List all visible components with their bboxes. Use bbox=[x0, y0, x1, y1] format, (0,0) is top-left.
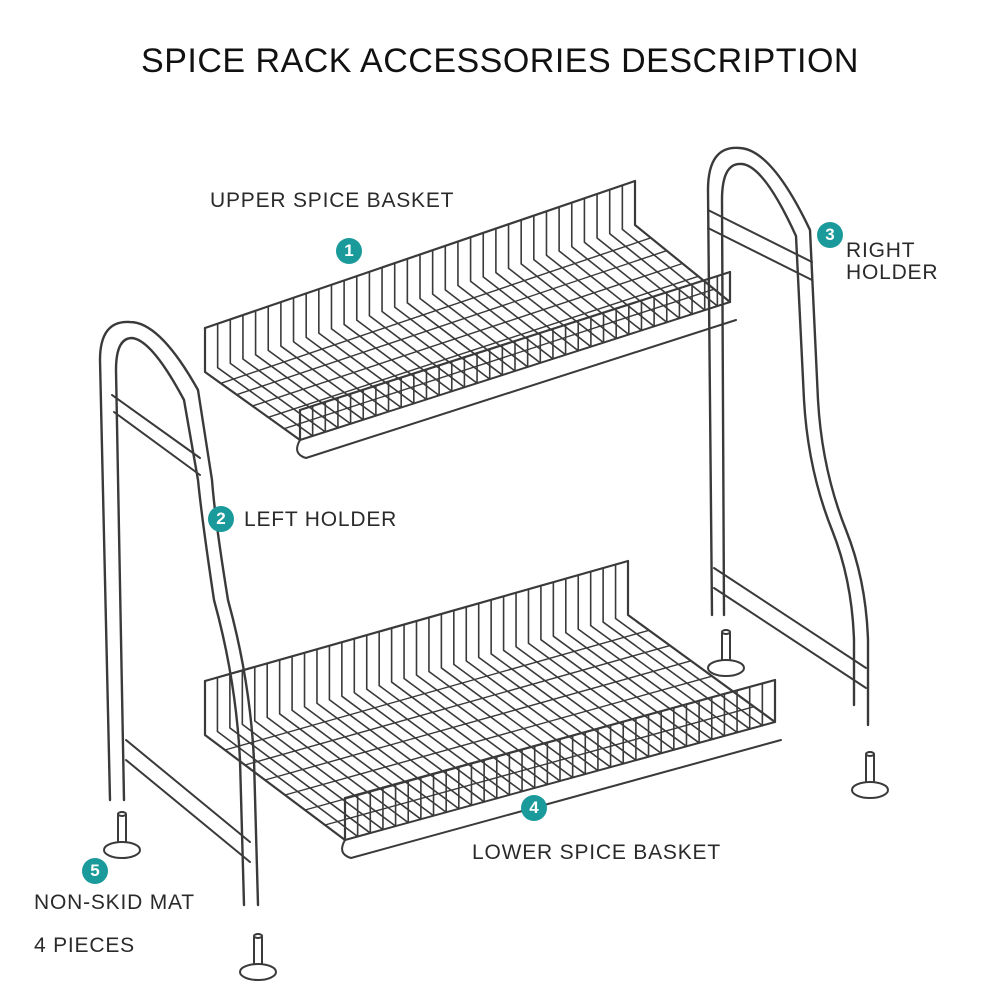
upper-basket-wire bbox=[343, 279, 440, 397]
lower-basket-cross-wire bbox=[284, 675, 713, 796]
upper-basket-wire bbox=[570, 201, 668, 324]
lower-basket-lip bbox=[341, 739, 782, 859]
lower-basket-wire bbox=[589, 570, 738, 734]
left-holder-bar bbox=[125, 759, 251, 863]
upper-basket-cross-wire bbox=[220, 237, 652, 385]
left-holder-bar bbox=[111, 394, 201, 459]
upper-basket-wire bbox=[520, 219, 617, 340]
foot-mat-left-front-mat bbox=[103, 841, 141, 859]
upper-basket-wire bbox=[406, 258, 504, 376]
left-holder-outer bbox=[98, 320, 260, 907]
foot-mat-right-back-mat bbox=[707, 659, 745, 677]
callout-badge-2: 2 bbox=[208, 506, 234, 532]
foot-mat-left-back-mat bbox=[239, 963, 277, 981]
upper-basket-wire bbox=[292, 296, 390, 413]
callout-label-right-holder-line1: RIGHT bbox=[846, 239, 916, 262]
upper-basket-wire bbox=[393, 262, 491, 380]
callout-badge-1: 1 bbox=[336, 238, 362, 264]
callout-label-right-holder-line2: HOLDER bbox=[846, 261, 939, 284]
upper-basket-wire bbox=[457, 240, 554, 360]
foot-mat-left-back-cap bbox=[253, 933, 263, 939]
upper-basket-wire bbox=[583, 197, 681, 320]
upper-basket-front-edge bbox=[299, 301, 731, 441]
lower-basket-back-rim bbox=[203, 559, 630, 683]
lower-basket-left-side bbox=[203, 679, 347, 842]
lower-basket-cross-wire bbox=[304, 690, 734, 811]
upper-basket-cross-wire bbox=[283, 288, 715, 430]
upper-basket-wire bbox=[533, 214, 630, 336]
right-holder-bar bbox=[707, 227, 813, 281]
lower-basket-wire bbox=[577, 574, 726, 737]
upper-basket-cross-wire bbox=[251, 262, 684, 407]
callout-badge-3: 3 bbox=[817, 222, 843, 248]
upper-basket-wire bbox=[318, 288, 415, 405]
upper-basket-wire bbox=[634, 180, 731, 303]
right-holder-bar bbox=[707, 209, 813, 263]
lower-basket-cross-wire bbox=[244, 644, 671, 766]
callout-label-left-holder: LEFT HOLDER bbox=[244, 508, 398, 531]
upper-basket-wire bbox=[545, 210, 643, 332]
upper-basket-cross-wire bbox=[267, 275, 700, 419]
foot-mat-right-front-cap bbox=[865, 751, 875, 757]
upper-basket-wire bbox=[419, 253, 516, 372]
upper-basket-wire bbox=[330, 283, 428, 401]
left-holder-bar bbox=[125, 739, 251, 843]
lower-basket-cross-wire bbox=[224, 629, 650, 751]
right-holder-bar bbox=[713, 587, 867, 689]
lower-basket-cross-wire bbox=[324, 706, 755, 826]
lower-basket-wire bbox=[614, 563, 764, 727]
right-holder-bar bbox=[713, 567, 867, 669]
upper-basket-wire bbox=[621, 184, 719, 307]
upper-basket-wire bbox=[444, 245, 542, 364]
upper-basket-left-side bbox=[203, 326, 302, 442]
upper-basket-wire bbox=[204, 327, 301, 441]
left-holder-bar bbox=[113, 411, 201, 476]
callout-label-non-skid-mat: NON-SKID MAT bbox=[34, 891, 195, 914]
left-holder-inner bbox=[114, 336, 246, 907]
upper-basket-wire bbox=[469, 236, 567, 356]
upper-basket-cross-wire bbox=[235, 249, 668, 396]
upper-basket-wire bbox=[482, 232, 580, 352]
foot-mat-left-front-cap bbox=[117, 811, 127, 817]
upper-basket-wire bbox=[305, 292, 402, 409]
rack-line-art bbox=[98, 146, 889, 981]
diagram-title: SPICE RACK ACCESSORIES DESCRIPTION bbox=[141, 42, 859, 80]
foot-mat-right-front-mat bbox=[851, 781, 889, 799]
callout-label-lower-basket: LOWER SPICE BASKET bbox=[472, 841, 721, 864]
callout-badge-4: 4 bbox=[521, 795, 547, 821]
upper-basket-right-side bbox=[633, 179, 732, 304]
upper-basket-wire bbox=[431, 249, 529, 368]
right-holder-inner bbox=[720, 162, 856, 707]
lower-basket-wire bbox=[627, 560, 776, 723]
upper-basket-wire bbox=[596, 193, 693, 315]
upper-basket-wire bbox=[368, 270, 466, 389]
callout-badge-5: 5 bbox=[82, 858, 108, 884]
upper-basket-wire bbox=[355, 275, 453, 393]
upper-basket-back-rim bbox=[203, 179, 637, 330]
lower-basket-right-side bbox=[626, 559, 777, 724]
foot-mat-right-back-cap bbox=[721, 629, 731, 635]
right-holder-outer bbox=[706, 146, 870, 727]
lower-basket-cross-wire bbox=[264, 660, 692, 781]
callout-label-upper-basket: UPPER SPICE BASKET bbox=[210, 189, 455, 212]
upper-basket-wire bbox=[608, 188, 706, 311]
lower-basket-front-edge bbox=[344, 721, 776, 841]
upper-basket-wire bbox=[558, 206, 655, 328]
callout-label-four-pieces: 4 PIECES bbox=[34, 934, 135, 957]
lower-basket-wire bbox=[602, 567, 751, 730]
upper-basket-wire bbox=[495, 227, 592, 348]
upper-basket-wire bbox=[381, 266, 478, 384]
upper-basket-wire bbox=[507, 223, 605, 344]
upper-basket-lip bbox=[296, 319, 737, 459]
upper-basket-front-rim bbox=[298, 270, 732, 412]
